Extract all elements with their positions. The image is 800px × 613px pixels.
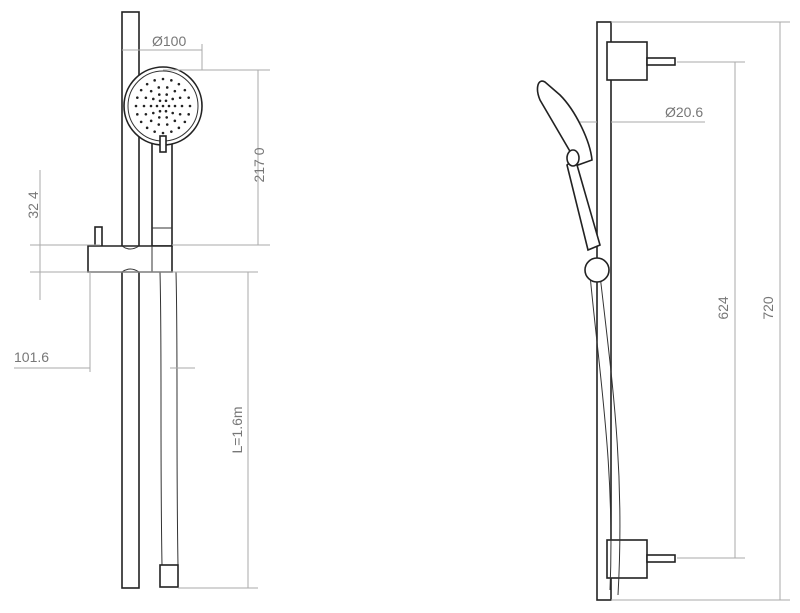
nozzle-dot	[149, 119, 153, 123]
nozzle-dot	[139, 120, 143, 124]
nozzle-dot	[139, 88, 143, 92]
nozzle-dot	[157, 86, 161, 89]
hose-length-label: L=1.6m	[229, 406, 245, 453]
nozzle-dot	[161, 77, 165, 81]
nozzle-dot	[173, 119, 177, 123]
hose-side	[589, 274, 621, 596]
nozzle-dot	[158, 109, 162, 113]
nozzle-dot	[177, 82, 181, 86]
nozzle-dot	[145, 82, 149, 86]
nozzle-dot	[171, 97, 175, 101]
side-view: Ø20.6 624 720	[536, 21, 790, 601]
bracket-spacing-label: 624	[715, 296, 731, 320]
nozzle-dot	[165, 86, 169, 89]
nozzle-dot	[153, 79, 156, 82]
hose	[159, 271, 179, 566]
hose-end	[159, 564, 179, 588]
nozzle-dot	[153, 130, 156, 133]
handset-handle	[151, 137, 173, 247]
nozzle-dot	[151, 97, 155, 101]
nozzle-dot	[157, 123, 161, 126]
rail-slider	[87, 245, 173, 273]
nozzle-dot	[144, 112, 148, 116]
nozzle-dot	[145, 126, 149, 130]
nozzle-dot	[142, 104, 146, 108]
shower-head-nozzles	[134, 77, 192, 135]
handset-handle-side	[566, 156, 601, 252]
nozzle-dot	[164, 109, 168, 113]
bottom-wall-bracket	[606, 539, 648, 579]
dimension-lines-side	[580, 21, 790, 601]
nozzle-dot	[171, 111, 175, 115]
head-pin-side	[566, 149, 580, 167]
nozzle-dot	[151, 111, 155, 115]
dimension-lines	[14, 44, 270, 589]
nozzle-dot	[144, 96, 148, 100]
nozzle-dot	[164, 99, 168, 103]
nozzle-dot	[187, 96, 190, 99]
top-bracket-screw	[646, 57, 676, 66]
front-view: Ø100 217 0 32 4 101.6 L=1.6m	[14, 11, 270, 589]
nozzle-dot	[167, 104, 171, 108]
nozzle-dot	[183, 88, 187, 92]
nozzle-dot	[157, 116, 161, 119]
nozzle-dot	[155, 104, 159, 108]
nozzle-dot	[183, 120, 187, 124]
nozzle-dot	[173, 89, 177, 93]
nozzle-dot	[170, 79, 173, 82]
nozzle-dot	[136, 113, 139, 116]
rail-diameter-label: Ø20.6	[665, 104, 703, 120]
nozzle-dot	[188, 104, 192, 108]
head-diameter-label: Ø100	[152, 33, 186, 49]
shower-head-side	[536, 80, 593, 166]
nozzle-dot	[165, 93, 169, 96]
nozzle-dot	[173, 104, 177, 108]
nozzle-dot	[161, 104, 165, 108]
head-height-label: 217 0	[251, 147, 267, 182]
slide-rail	[121, 11, 140, 589]
nozzle-dot	[187, 113, 190, 116]
nozzle-dot	[165, 116, 169, 119]
nozzle-dot	[158, 99, 162, 103]
nozzle-dot	[161, 131, 165, 135]
rail-slider-side	[584, 257, 610, 283]
slider-height-label: 32 4	[25, 191, 41, 218]
nozzle-dot	[149, 89, 153, 93]
nozzle-dot	[180, 104, 184, 108]
nozzle-dot	[165, 123, 169, 126]
nozzle-dot	[177, 126, 181, 130]
top-wall-bracket	[606, 41, 648, 81]
slider-offset-label: 101.6	[14, 349, 49, 365]
nozzle-dot	[149, 104, 153, 108]
rail-length-label: 720	[760, 296, 776, 320]
nozzle-dot	[178, 112, 182, 116]
nozzle-dot	[134, 104, 138, 108]
nozzle-dot	[157, 93, 161, 96]
slider-knob	[94, 226, 103, 248]
nozzle-dot	[178, 96, 182, 100]
nozzle-dot	[136, 96, 139, 99]
nozzle-dot	[170, 130, 173, 133]
bottom-bracket-screw	[646, 554, 676, 563]
head-pin	[159, 135, 167, 153]
